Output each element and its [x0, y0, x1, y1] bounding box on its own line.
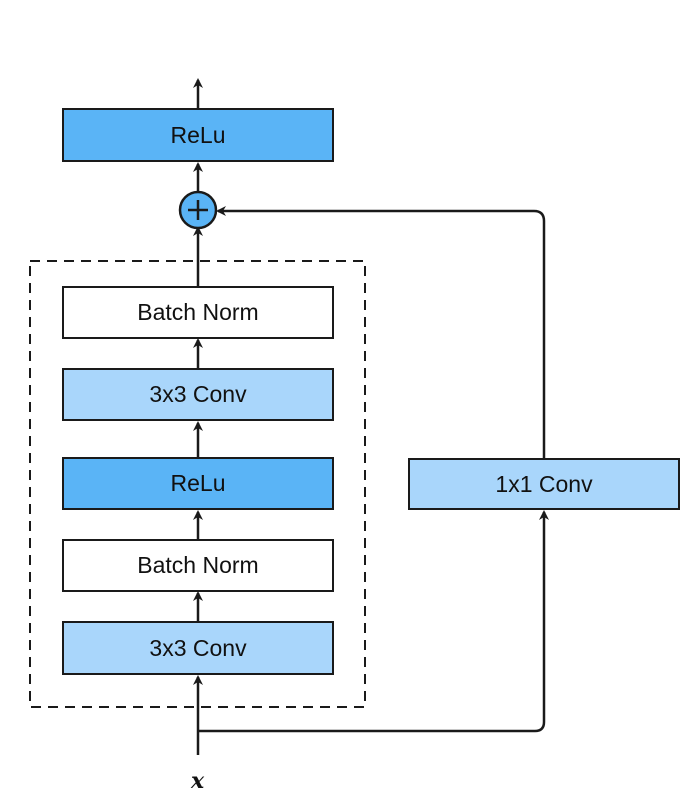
block-label: 3x3 Conv	[149, 381, 247, 407]
conv-3x3-lower-block: 3x3 Conv	[62, 621, 334, 675]
shortcut-input-line	[198, 510, 549, 733]
conv-1x1-shortcut-block: 1x1 Conv	[408, 458, 680, 510]
shortcut-output-line	[216, 206, 546, 458]
block-label: ReLu	[170, 470, 226, 496]
relu-output-block: ReLu	[62, 108, 334, 162]
block-label: 3x3 Conv	[149, 634, 247, 661]
relu-middle-block: ReLu	[62, 457, 334, 510]
input-x-label: x	[191, 768, 205, 794]
batch-norm-lower-block: Batch Norm	[62, 539, 334, 592]
block-label: Batch Norm	[137, 299, 259, 325]
block-label: 1x1 Conv	[495, 470, 593, 497]
block-label: Batch Norm	[137, 552, 259, 578]
conv-3x3-upper-block: 3x3 Conv	[62, 368, 334, 421]
block-label: ReLu	[170, 121, 226, 148]
batch-norm-upper-block: Batch Norm	[62, 286, 334, 339]
